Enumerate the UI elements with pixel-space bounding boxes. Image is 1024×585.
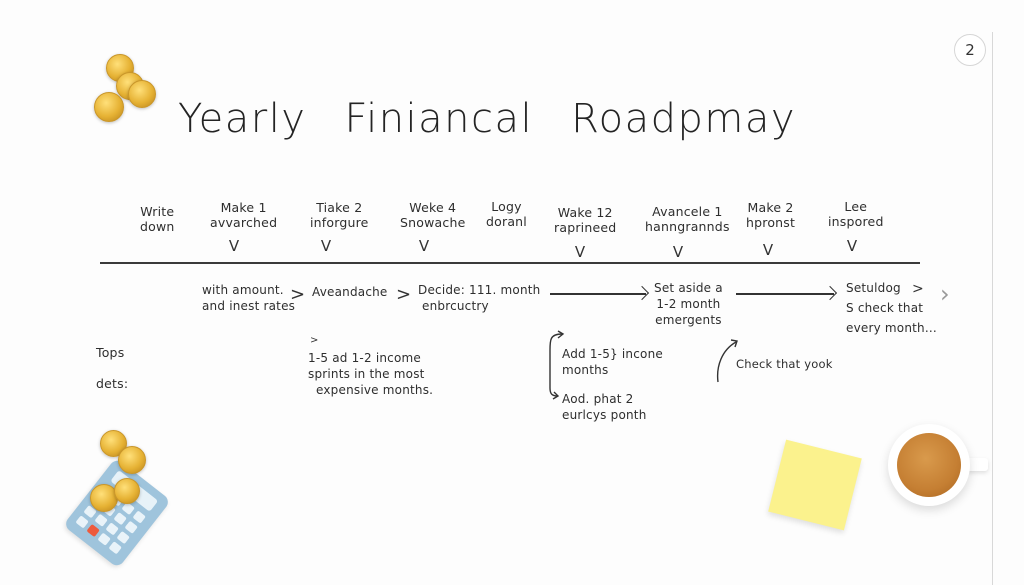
bracket-arrow-icon [549, 330, 565, 400]
calculator-icon [62, 457, 172, 569]
arrow-right-icon: > [396, 284, 412, 305]
note-sprints: 1-5 ad 1-2 income sprints in the most ex… [308, 351, 434, 397]
flow-item-emergency: Set aside a 1-2 month emergents [654, 281, 723, 327]
timeline-step[interactable]: Tiake 2 inforgure [310, 200, 369, 230]
checkmark-icon: V [418, 237, 430, 255]
checkmark-icon: V [574, 243, 586, 261]
timeline-step[interactable]: Write down [140, 204, 175, 234]
checkmark-icon: V [846, 237, 858, 255]
coin-icon [114, 478, 140, 504]
title-word: Roadpmay [571, 96, 797, 142]
note-add-income: Add 1-5} incone months [562, 347, 663, 377]
coin-icon [118, 446, 146, 474]
checkmark-icon: V [228, 237, 240, 255]
timeline-step[interactable]: Weke 4 Snowache [400, 200, 466, 230]
checkmark-icon: V [672, 243, 684, 261]
label-tops: Tops [96, 345, 125, 360]
flow-item-decide: Decide: 111. month enbrcuctry [418, 283, 541, 313]
timeline-step[interactable]: Make 2 hpronst [746, 200, 796, 230]
arrow-right-icon: > [912, 281, 924, 297]
title-word: Finiancal [344, 96, 534, 142]
flow-item-schedule: Setuldog S check that every month... [846, 281, 937, 335]
flow-item-avalanche: Aveandache [312, 285, 388, 299]
timeline-step[interactable]: Make 1 avvarched [210, 200, 278, 230]
coffee-cup-icon [888, 424, 970, 506]
arrow-right-icon: > [290, 284, 306, 305]
curved-arrow-icon [716, 339, 738, 383]
long-arrow-icon [736, 293, 834, 295]
page-number-badge[interactable]: 2 [954, 34, 986, 66]
page-divider [992, 32, 993, 585]
flow-item-amounts: with amount. and inest rates [202, 283, 296, 313]
coin-icon [94, 92, 124, 122]
cup-handle [966, 458, 988, 471]
checkmark-icon: V [320, 237, 332, 255]
coin-icon [128, 80, 156, 108]
sticky-note [768, 439, 862, 531]
timeline-step[interactable]: Lee inspored [828, 199, 884, 229]
page-title: Yearly Finiancal Roadpmay [178, 96, 834, 142]
checkmark-icon: V [762, 241, 774, 259]
timeline-step[interactable]: Logy doranl [486, 199, 527, 229]
long-arrow-icon [550, 293, 646, 295]
timeline-step[interactable]: Avancele 1 hanngrannds [645, 204, 730, 234]
small-arrow-icon: > [310, 335, 319, 346]
timeline-step[interactable]: Wake 12 raprineed [554, 205, 617, 235]
label-dets: dets: [96, 376, 129, 391]
next-page-chevron-icon[interactable]: › [940, 280, 950, 308]
title-word: Yearly [178, 96, 307, 142]
timeline-axis [100, 262, 920, 264]
note-add-phat: Aod. phat 2 eurlcys ponth [562, 392, 647, 422]
note-check: Check that yook [736, 357, 833, 371]
